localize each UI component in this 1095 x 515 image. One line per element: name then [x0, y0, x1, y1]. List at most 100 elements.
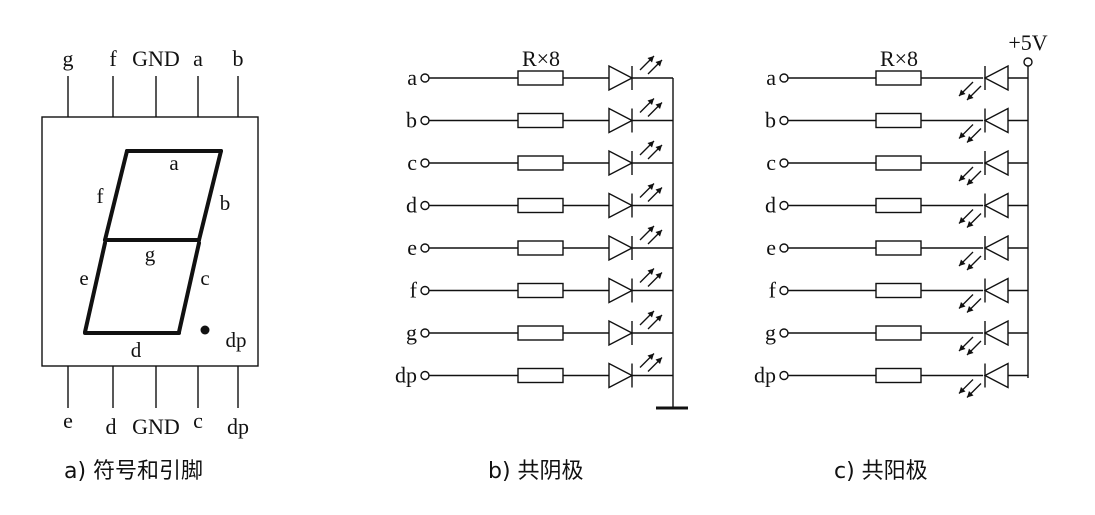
resistor [517, 112, 564, 129]
caption-a: a) 符号和引脚 [64, 459, 203, 484]
light-arrow [639, 225, 655, 241]
resistor [875, 112, 922, 129]
input-terminal [420, 243, 430, 253]
row-label: a [766, 65, 776, 90]
pin-label-bottom-e: e [63, 408, 73, 433]
segment-label-dp: dp [226, 328, 247, 352]
pin-label-top-gnd: GND [132, 46, 180, 71]
resistor [875, 282, 922, 299]
circuit-row-b: a [407, 55, 673, 92]
supply-terminal [1023, 57, 1033, 67]
input-terminal [420, 115, 430, 126]
resistor [875, 197, 922, 214]
led-diode [983, 362, 1009, 389]
input-terminal [779, 328, 789, 338]
caption-c: c) 共阳极 [834, 459, 928, 484]
led-diode [983, 277, 1009, 304]
light-arrow [647, 357, 663, 372]
caption-b: b) 共阴极 [488, 459, 584, 484]
segment-c [177, 241, 201, 334]
light-arrow [639, 310, 655, 326]
light-arrow [958, 166, 974, 182]
resistor [517, 70, 564, 86]
resistor [517, 197, 564, 214]
led-diode [983, 107, 1009, 134]
segment-label-a: a [169, 151, 179, 175]
light-arrow [639, 55, 655, 71]
input-terminal [420, 285, 430, 296]
light-arrow [958, 81, 974, 97]
pin-label-top-g: g [63, 46, 74, 71]
segment-label-c: c [200, 266, 209, 290]
resistor [517, 367, 564, 384]
row-label: b [406, 108, 417, 133]
resistor [875, 240, 922, 256]
segment-label-g: g [145, 242, 156, 266]
light-arrow [958, 336, 974, 352]
light-arrow [647, 102, 663, 117]
led-diode [608, 64, 634, 92]
input-terminal [420, 73, 430, 83]
led-diode [608, 192, 634, 219]
segment-e [83, 241, 107, 334]
led-diode [608, 362, 634, 389]
circuit-row-c: c [766, 149, 1028, 186]
led-diode [983, 192, 1009, 219]
circuit-row-b: g [406, 310, 673, 347]
light-arrow [647, 314, 663, 330]
input-terminal [779, 158, 789, 168]
row-label: f [769, 278, 777, 303]
led-diode [608, 319, 634, 347]
light-arrow [958, 379, 974, 394]
row-label: g [765, 320, 776, 345]
light-arrow [639, 353, 655, 368]
panel-a-symbol: g f GND a b e d GND c dp a b c d e f g d… [41, 46, 259, 484]
input-terminal [779, 243, 789, 253]
circuit-row-c: g [765, 319, 1028, 356]
resistor [517, 155, 564, 171]
light-arrow [647, 229, 663, 245]
row-label: e [766, 235, 776, 260]
resistor-label-c: R×8 [880, 46, 918, 71]
input-terminal [779, 115, 789, 126]
pin-label-top-a: a [193, 46, 203, 71]
circuit-row-c: dp [754, 362, 1028, 398]
row-label: a [407, 65, 417, 90]
row-label: g [406, 320, 417, 345]
row-label: e [407, 235, 417, 260]
circuit-row-c: d [765, 192, 1028, 228]
input-terminal [420, 200, 430, 211]
led-diode [983, 234, 1009, 262]
light-arrow [647, 187, 663, 202]
segment-label-f: f [97, 184, 104, 208]
circuit-row-b: dp [395, 353, 673, 389]
row-label: c [766, 150, 776, 175]
led-diode [608, 107, 634, 134]
light-arrow [647, 144, 663, 160]
light-arrow [647, 59, 663, 75]
led-diode [983, 319, 1009, 347]
resistor [875, 325, 922, 341]
display-body [41, 116, 259, 367]
led-diode [608, 234, 634, 262]
led-diode [983, 149, 1009, 177]
pin-label-bottom-dp: dp [227, 414, 249, 439]
segment-label-b: b [220, 191, 231, 215]
light-arrow [966, 340, 982, 356]
row-label: c [407, 150, 417, 175]
resistor [517, 282, 564, 299]
circuit-row-b: c [407, 140, 673, 177]
light-arrow [966, 298, 982, 313]
led-diode [608, 149, 634, 177]
light-arrow [966, 383, 982, 398]
segment-label-d: d [131, 338, 142, 362]
light-arrow [958, 209, 974, 224]
input-terminal [779, 200, 789, 211]
circuit-row-b: d [406, 183, 673, 219]
light-arrow [966, 85, 982, 101]
light-arrow [958, 124, 974, 139]
